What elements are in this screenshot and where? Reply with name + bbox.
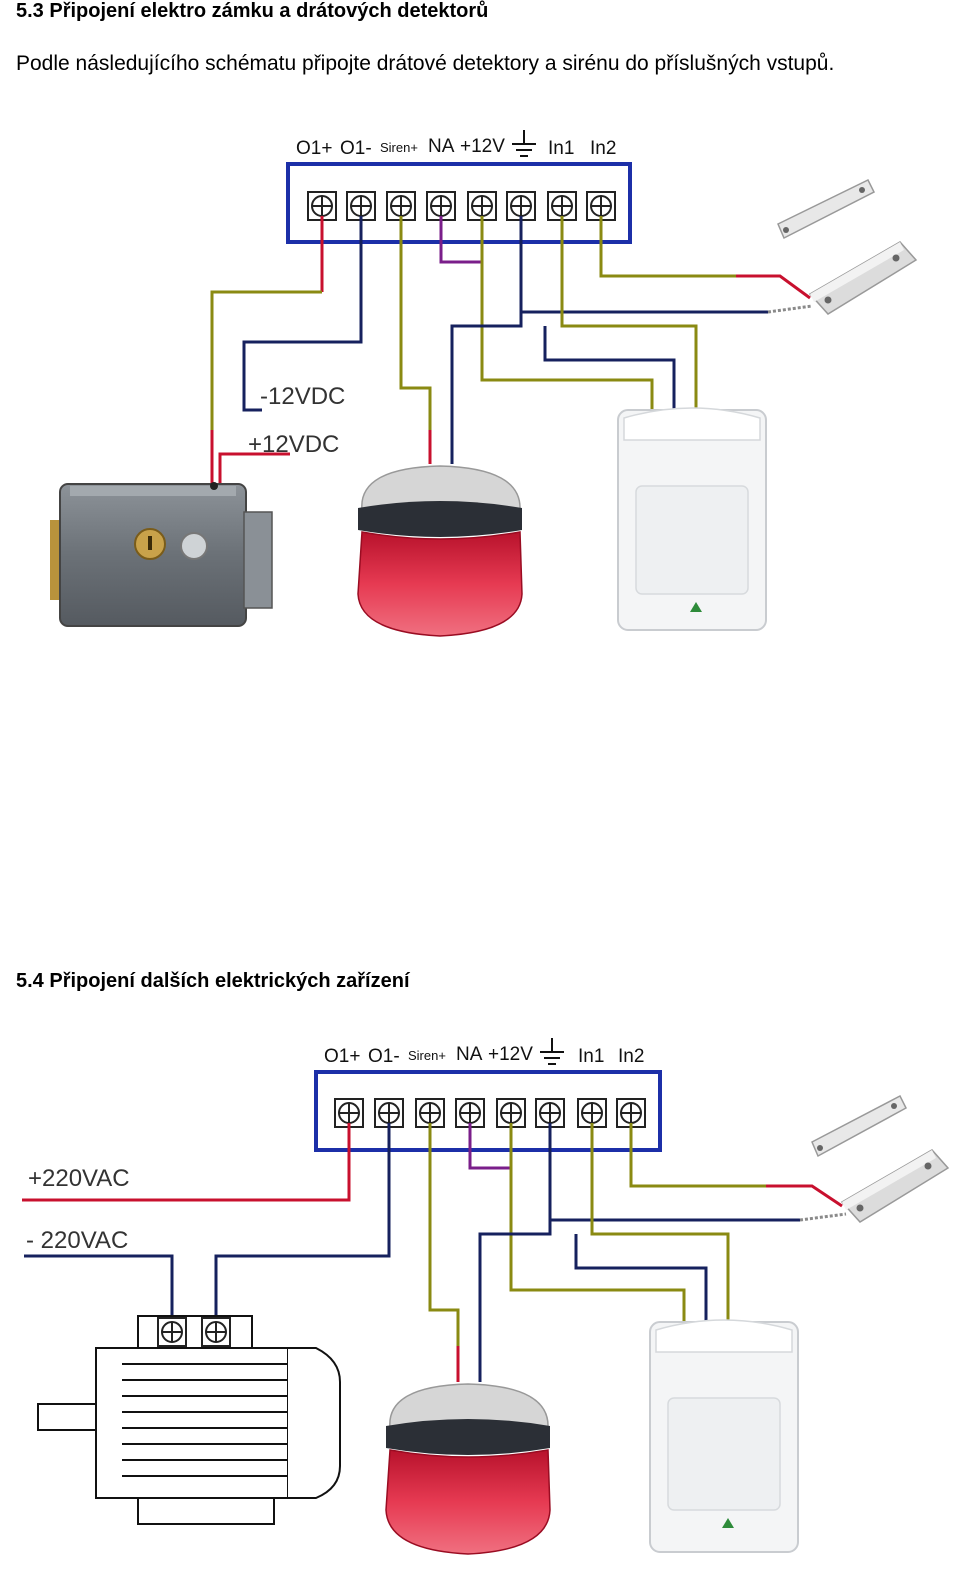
terminal-labels: O1+ O1- Siren+ NA +12V In1 In2: [296, 130, 616, 159]
motor-icon: [37, 1315, 341, 1525]
terminal-label-in2: In2: [618, 1046, 644, 1067]
terminal-label-o1-plus: O1+: [296, 138, 332, 159]
terminal-label-siren: Siren+: [380, 140, 418, 155]
pir-sensor-icon: [617, 407, 767, 631]
siren-icon: [385, 1383, 551, 1555]
terminal-label-12v: +12V: [460, 136, 505, 157]
door-contact-icon: [811, 1094, 950, 1223]
terminal-label-12v: +12V: [488, 1044, 533, 1065]
door-contact-icon: [777, 178, 918, 315]
terminal-block: [314, 1070, 662, 1152]
siren-icon: [357, 465, 523, 637]
neg-220vac-label: - 220VAC: [26, 1227, 128, 1254]
terminal-label-siren: Siren+: [408, 1048, 446, 1063]
ground-icon: [540, 1038, 564, 1065]
terminal-label-in1: In1: [578, 1046, 604, 1067]
wires: [22, 1123, 847, 1382]
section-heading-5-3: 5.3 Připojení elektro zámku a drátových …: [16, 0, 489, 22]
pos-12vdc-label: +12VDC: [248, 431, 339, 458]
ground-icon: [512, 130, 536, 157]
terminal-label-na: NA: [428, 136, 455, 157]
section-paragraph: Podle následujícího schématu připojte dr…: [16, 52, 835, 75]
terminal-label-o1-minus: O1-: [368, 1046, 400, 1067]
wires: [210, 216, 813, 484]
electric-lock-icon: [50, 482, 273, 627]
pir-sensor-icon: [649, 1319, 799, 1553]
terminal-label-na: NA: [456, 1044, 483, 1065]
terminal-label-o1-minus: O1-: [340, 138, 372, 159]
wiring-diagram-lock: O1+ O1- Siren+ NA +12V In1 In2: [50, 130, 918, 637]
terminal-label-in2: In2: [590, 138, 616, 159]
wiring-diagram-motor: O1+ O1- Siren+ NA +12V In1 In2: [22, 1038, 950, 1555]
pos-220vac-label: +220VAC: [28, 1165, 130, 1192]
terminal-labels: O1+ O1- Siren+ NA +12V In1 In2: [324, 1038, 644, 1067]
neg-12vdc-label: -12VDC: [260, 383, 345, 410]
section-heading-5-4: 5.4 Připojení dalších elektrických zaříz…: [16, 970, 410, 992]
terminal-label-in1: In1: [548, 138, 574, 159]
terminal-label-o1-plus: O1+: [324, 1046, 360, 1067]
terminal-block: [286, 162, 632, 244]
